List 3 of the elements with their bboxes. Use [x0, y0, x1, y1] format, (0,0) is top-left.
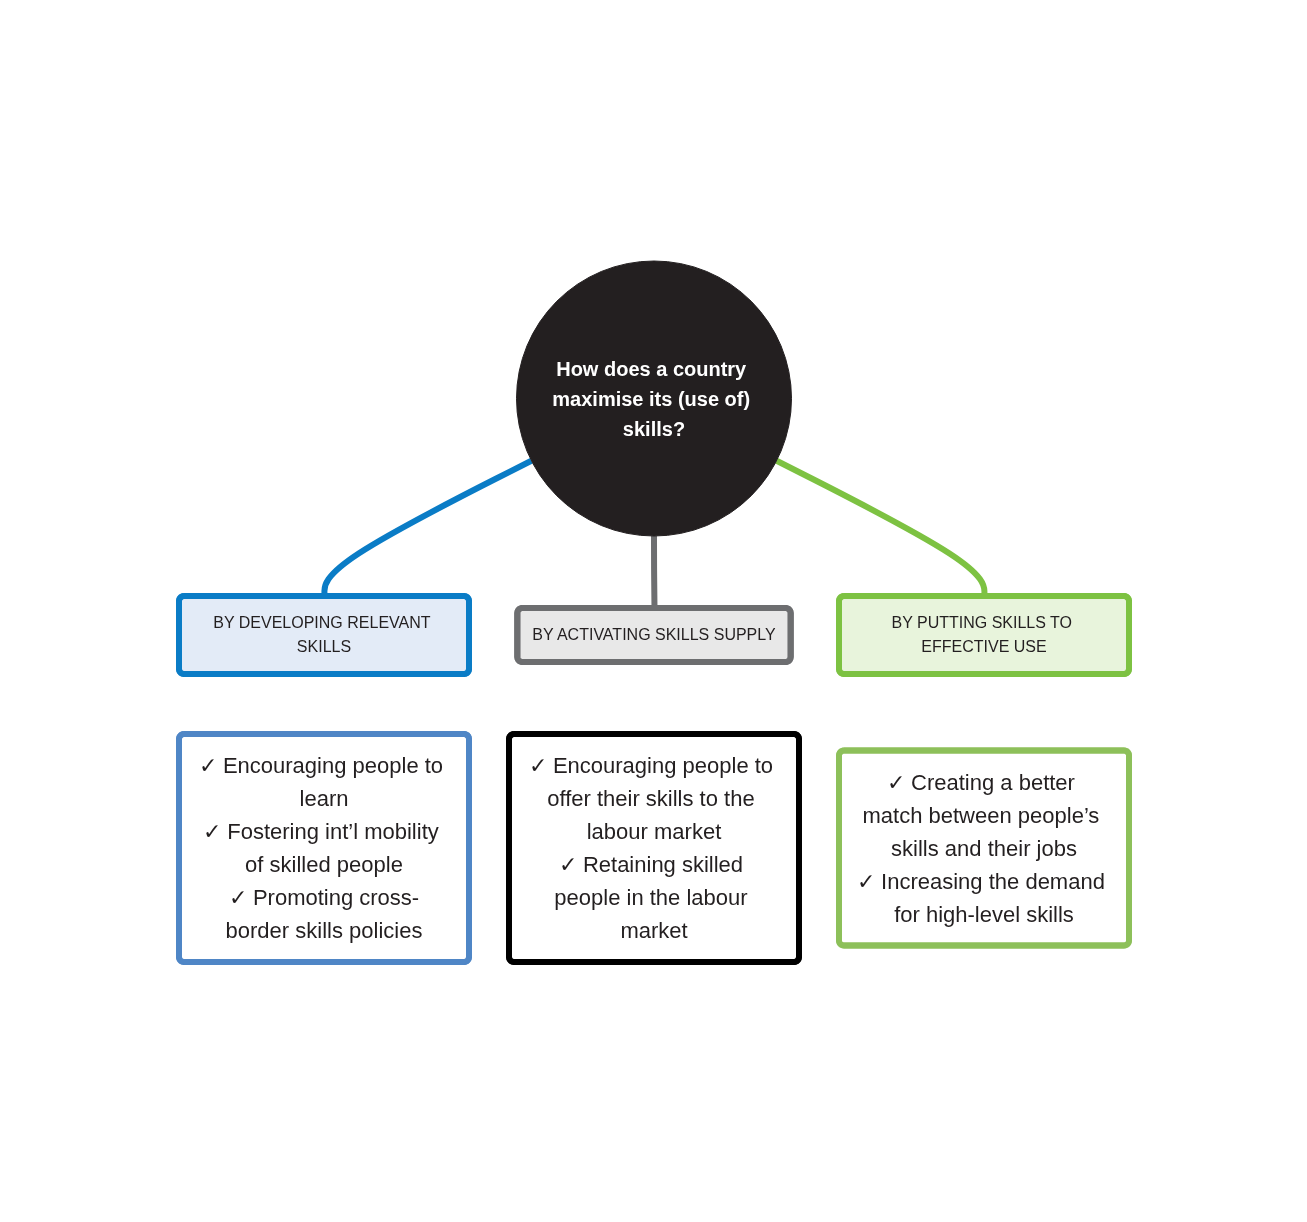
node-text: ✓ Encouraging people to learn ✓ Fostering int’l mobility of skilled people ✓ Promoting cross-border skills policies	[198, 752, 443, 943]
node-circle: How does a country maximise its (use of) skills?	[515, 260, 792, 536]
node-text: ✓ Encouraging people to offer their skills to the labour market ✓ Retaining skilled people in the labour market	[528, 752, 773, 943]
